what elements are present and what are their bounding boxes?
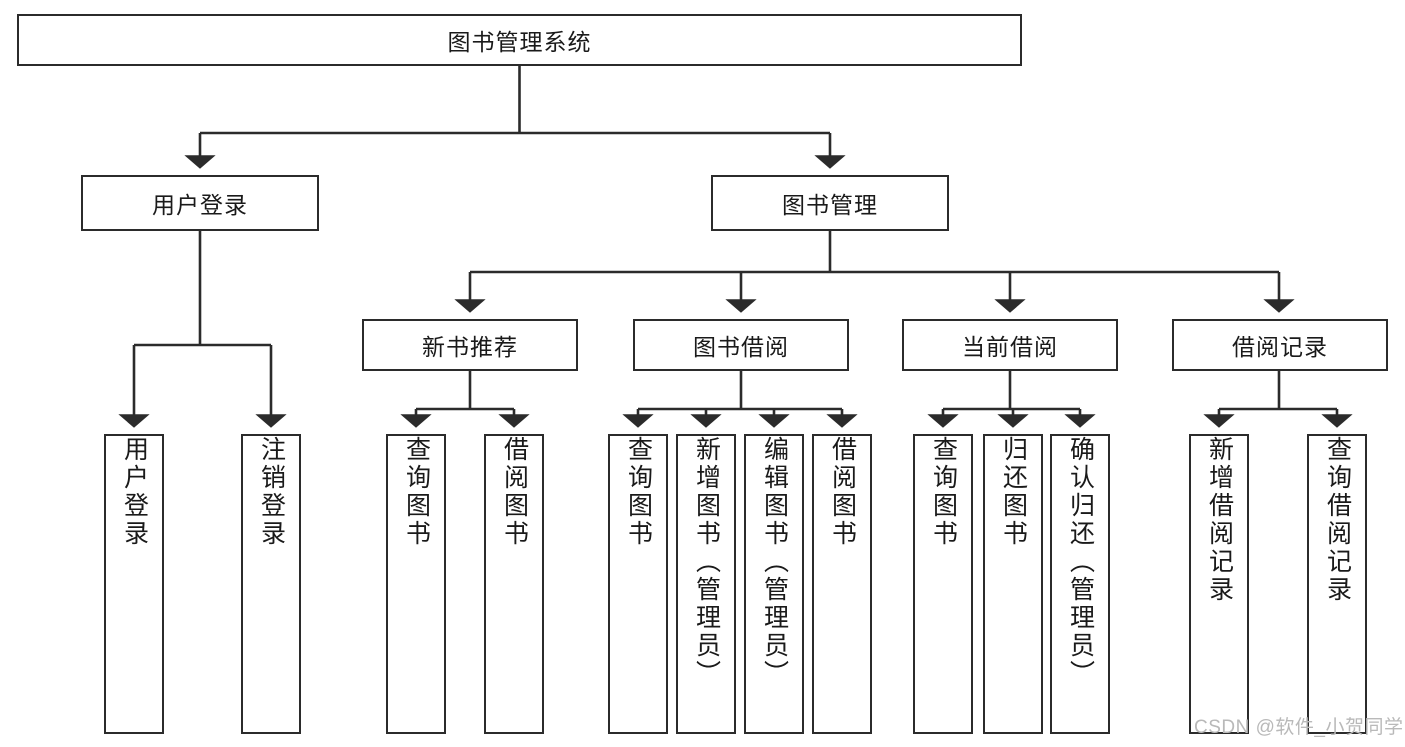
- node-book-borrow[interactable]: 图书借阅: [633, 319, 849, 371]
- node-leaf-return-book[interactable]: 归还图书: [983, 434, 1043, 734]
- csdn-watermark: CSDN @软件_小贺同学: [1194, 717, 1404, 738]
- node-leaf-logout[interactable]: 注销登录: [241, 434, 301, 734]
- node-label: 借阅图书: [828, 436, 857, 548]
- node-leaf-query-book-3[interactable]: 查询图书: [913, 434, 973, 734]
- node-leaf-borrow-book-1[interactable]: 借阅图书: [484, 434, 544, 734]
- node-label: 当前借阅: [962, 334, 1058, 360]
- node-label: 查询图书: [402, 436, 431, 548]
- node-label: 新增借阅记录: [1205, 436, 1234, 604]
- node-current-borrow[interactable]: 当前借阅: [902, 319, 1118, 371]
- node-label: 用户登录: [152, 192, 248, 218]
- node-book-manage[interactable]: 图书管理: [711, 175, 949, 231]
- node-leaf-query-record[interactable]: 查询借阅记录: [1307, 434, 1367, 734]
- node-leaf-borrow-book-2[interactable]: 借阅图书: [812, 434, 872, 734]
- node-new-book-recommend[interactable]: 新书推荐: [362, 319, 578, 371]
- node-user-login[interactable]: 用户登录: [81, 175, 319, 231]
- node-label: 编辑图书（管理员）: [760, 436, 789, 688]
- node-label: 借阅记录: [1232, 334, 1328, 360]
- node-label: 查询图书: [624, 436, 653, 548]
- node-label: 查询借阅记录: [1323, 436, 1352, 604]
- node-leaf-user-login[interactable]: 用户登录: [104, 434, 164, 734]
- node-label: 新书推荐: [422, 334, 518, 360]
- node-label: 新增图书（管理员）: [692, 436, 721, 688]
- node-leaf-confirm-return[interactable]: 确认归还（管理员）: [1050, 434, 1110, 734]
- node-leaf-edit-book[interactable]: 编辑图书（管理员）: [744, 434, 804, 734]
- node-leaf-add-book[interactable]: 新增图书（管理员）: [676, 434, 736, 734]
- node-leaf-add-record[interactable]: 新增借阅记录: [1189, 434, 1249, 734]
- node-label: 注销登录: [257, 436, 286, 548]
- node-label: 图书管理系统: [447, 29, 592, 55]
- node-label: 图书管理: [782, 192, 878, 218]
- node-borrow-record[interactable]: 借阅记录: [1172, 319, 1388, 371]
- node-label: 用户登录: [120, 436, 149, 548]
- node-label: 确认归还（管理员）: [1066, 436, 1095, 688]
- node-label: 查询图书: [929, 436, 958, 548]
- node-leaf-query-book-2[interactable]: 查询图书: [608, 434, 668, 734]
- node-root-system[interactable]: 图书管理系统: [17, 14, 1022, 66]
- node-label: 图书借阅: [693, 334, 789, 360]
- node-label: 借阅图书: [500, 436, 529, 548]
- node-leaf-query-book-1[interactable]: 查询图书: [386, 434, 446, 734]
- node-label: 归还图书: [999, 436, 1028, 548]
